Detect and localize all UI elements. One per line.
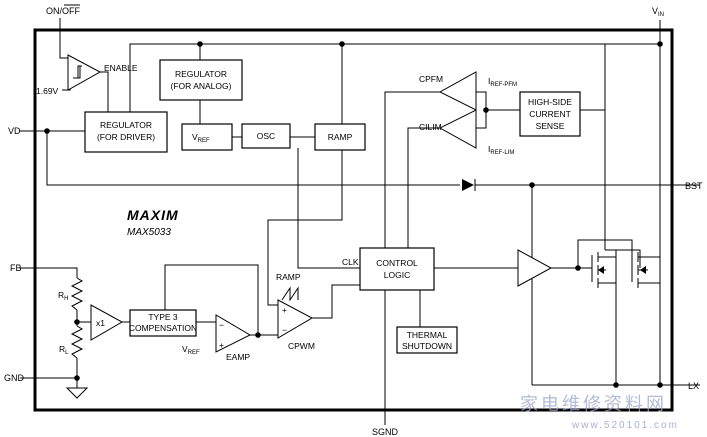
- eamp-amplifier: − + VREF EAMP: [182, 314, 252, 362]
- pin-on-off-label: ON/OFF: [46, 6, 80, 16]
- svg-text:CONTROL: CONTROL: [376, 258, 418, 268]
- high-side-mosfet: [577, 239, 660, 288]
- svg-text:(FOR ANALOG): (FOR ANALOG): [171, 81, 232, 91]
- x1-buffer: x1: [90, 304, 124, 341]
- svg-text:+: +: [282, 305, 287, 315]
- svg-text:RL: RL: [59, 344, 69, 356]
- svg-text:CILIM: CILIM: [419, 122, 442, 132]
- pin-lx-label: LX: [688, 381, 699, 391]
- wiring: [20, 18, 700, 425]
- regulator-driver-block: REGULATOR (FOR DRIVER): [84, 111, 168, 153]
- regulator-analog-block: REGULATOR (FOR ANALOG): [159, 59, 243, 101]
- svg-text:EAMP: EAMP: [226, 352, 250, 362]
- pin-fb-label: FB: [10, 263, 22, 273]
- svg-text:−: −: [219, 320, 224, 330]
- pin-gnd-label: GND: [4, 373, 25, 383]
- vref-block: VREF: [181, 123, 233, 151]
- svg-text:VREF: VREF: [192, 132, 210, 144]
- svg-text:x1: x1: [96, 318, 105, 328]
- svg-text:OSC: OSC: [257, 131, 275, 141]
- svg-text:RH: RH: [58, 290, 68, 302]
- svg-text:−: −: [282, 325, 287, 335]
- svg-text:IREF-PFM: IREF-PFM: [488, 76, 517, 88]
- gate-driver: [517, 249, 553, 287]
- ramp-block: RAMP: [314, 123, 366, 151]
- svg-text:COMPENSATION: COMPENSATION: [129, 323, 197, 333]
- svg-text:IREF-LIM: IREF-LIM: [488, 144, 514, 156]
- chip-outline: [33, 28, 674, 412]
- enable-label: ENABLE: [104, 63, 138, 73]
- control-logic-block: CONTROL LOGIC CLK: [342, 247, 435, 291]
- svg-text:HIGH-SIDE: HIGH-SIDE: [528, 97, 572, 107]
- pin-bst-label: BST: [685, 181, 703, 191]
- pin-vd-label: VD: [8, 126, 21, 136]
- svg-text:VREF: VREF: [182, 344, 200, 356]
- resistor-rh: RH: [58, 277, 84, 311]
- svg-text:REGULATOR: REGULATOR: [175, 69, 227, 79]
- svg-text:CPFM: CPFM: [419, 74, 443, 84]
- bst-diode: [462, 179, 476, 191]
- low-side-mosfet: [591, 252, 616, 288]
- pin-on-off: ON/OFF: [46, 4, 80, 16]
- watermark-text: 家电维修资料网: [520, 394, 667, 415]
- pin-sgnd-label: SGND: [372, 427, 399, 437]
- type3-compensation-block: TYPE 3 COMPENSATION: [129, 309, 197, 337]
- svg-text:(FOR DRIVER): (FOR DRIVER): [97, 132, 155, 142]
- svg-text:TYPE 3: TYPE 3: [148, 312, 178, 322]
- cilim-comparator: CILIM IREF-LIM: [419, 109, 514, 156]
- part-number: MAX5033: [127, 227, 171, 238]
- svg-text:SENSE: SENSE: [536, 121, 565, 131]
- svg-text:SHUTDOWN: SHUTDOWN: [402, 341, 452, 351]
- watermark-url: www.520101.com: [571, 420, 679, 431]
- svg-text:THERMAL: THERMAL: [407, 330, 448, 340]
- maxim-logo: MAXIM: [127, 207, 179, 223]
- cpfm-comparator: CPFM IREF-PFM: [419, 71, 517, 111]
- svg-text:REGULATOR: REGULATOR: [100, 120, 152, 130]
- svg-text:CPWM: CPWM: [288, 341, 315, 351]
- high-side-current-sense-block: HIGH-SIDE CURRENT SENSE: [519, 91, 581, 137]
- thermal-shutdown-block: THERMAL SHUTDOWN: [396, 326, 458, 354]
- svg-text:LOGIC: LOGIC: [384, 270, 410, 280]
- enable-comparator: ENABLE 1.69V: [36, 54, 138, 96]
- svg-text:RAMP: RAMP: [328, 132, 353, 142]
- osc-block: OSC: [241, 123, 291, 149]
- pin-vin-label: VIN: [652, 6, 664, 18]
- svg-text:CURRENT: CURRENT: [529, 109, 571, 119]
- svg-text:+: +: [219, 340, 224, 350]
- ref-voltage-label: 1.69V: [36, 86, 59, 96]
- cpwm-comparator: + − CPWM RAMP: [276, 272, 315, 351]
- ground-icon: [65, 387, 89, 399]
- resistor-rl: RL: [59, 325, 84, 359]
- ramp-signal-label: RAMP: [276, 272, 301, 282]
- clk-label: CLK: [342, 257, 359, 267]
